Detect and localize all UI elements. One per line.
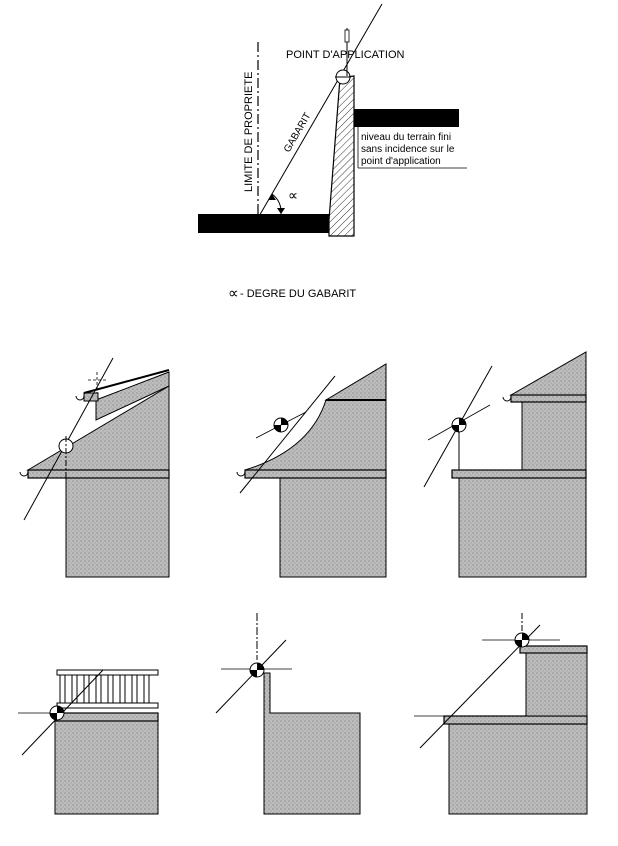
top-section-diagram: LIMITE DE PROPRIETE GABARIT POINT D'APPL…: [198, 3, 467, 237]
label-alpha: ∝: [288, 187, 298, 203]
figure-corner-wall: [215, 613, 361, 815]
legend-text: - DEGRE DU GABARIT: [240, 288, 356, 300]
legend-symbol: ∝: [228, 285, 239, 302]
label-limite-propriete: LIMITE DE PROPRIETE: [243, 72, 255, 192]
figure-setback-terrace: [414, 613, 588, 815]
figure-roof-dormer: [19, 357, 170, 578]
upper-ground-bar: [354, 109, 459, 127]
label-niveau-line1: niveau du terrain fini: [361, 132, 451, 143]
figure-setback-volume: [423, 351, 587, 578]
label-niveau-line3: point d'application: [361, 156, 441, 167]
figure-curved-mansard: [236, 363, 387, 578]
figure-balustrade: [18, 669, 159, 815]
label-niveau-line2: sans incidence sur le: [361, 144, 455, 155]
label-gabarit: GABARIT: [282, 111, 313, 155]
label-point-application: POINT D'APPLICATION: [286, 49, 404, 61]
legend: ∝ - DEGRE DU GABARIT: [228, 285, 356, 302]
gabarit-line: [257, 3, 383, 219]
low-ground-bar: [198, 214, 329, 233]
retaining-wall: [328, 75, 355, 237]
application-point-marker: [335, 28, 351, 85]
